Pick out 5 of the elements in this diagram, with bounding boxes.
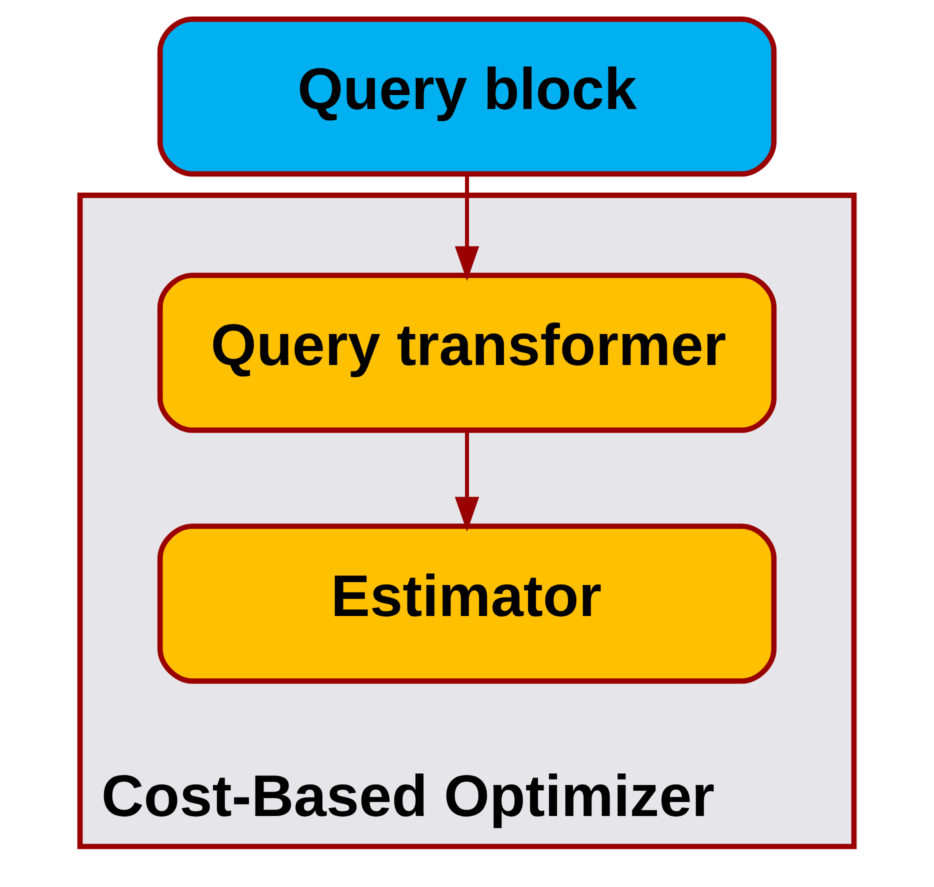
node-box: Estimator xyxy=(157,524,777,684)
arrow xyxy=(454,174,480,281)
arrow xyxy=(454,430,480,532)
node-box: Query transformer xyxy=(157,272,777,433)
node-box: Query block xyxy=(157,16,777,177)
